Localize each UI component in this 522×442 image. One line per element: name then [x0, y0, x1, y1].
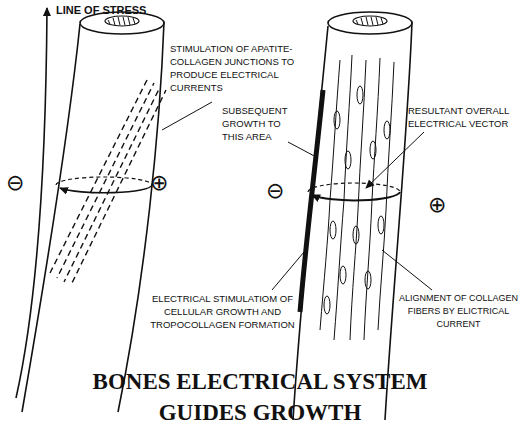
polarity-symbol: ⊕	[150, 170, 180, 196]
polarity-symbol: ⊖	[6, 170, 36, 196]
callout-text: STIMULATION OF APATITE-COLLAGEN JUNCTION…	[170, 42, 310, 94]
callout-text: SUBSEQUENT GROWTH TO THIS AREA	[222, 104, 302, 143]
collagen-fiber	[324, 296, 330, 314]
bone-fill	[293, 22, 412, 420]
polarity-symbol: ⊕	[428, 192, 458, 218]
collagen-fiber	[320, 60, 340, 330]
bone-fill	[22, 22, 164, 412]
leader-line	[288, 142, 318, 158]
stimulation-dashes	[57, 83, 154, 278]
current-loop-arrow	[312, 192, 400, 200]
callout-text: RESULTANT OVERALL ELECTRICAL VECTOR	[408, 104, 522, 130]
collagen-fiber	[353, 226, 359, 244]
collagen-fiber	[370, 141, 376, 159]
callout-text: ALIGNMENT OF COLLAGEN FIBERS BY ELICTRIC…	[395, 292, 522, 331]
polarity-symbol: ⊖	[266, 178, 296, 204]
collagen-fiber	[340, 266, 346, 284]
bone-outline	[118, 22, 164, 412]
leader-line	[382, 250, 432, 290]
bone-outline	[293, 26, 328, 420]
leader-line	[272, 252, 304, 290]
marrow-canal	[105, 16, 139, 26]
callout-text: ELECTRICAL STIMULATIOM OF CELLULAR GROWT…	[140, 292, 305, 331]
collagen-fiber	[357, 86, 363, 104]
current-loop-arrow	[60, 185, 152, 193]
marrow-hatch	[356, 17, 383, 25]
collagen-fiber	[334, 55, 352, 340]
collagen-fiber	[378, 216, 384, 234]
current-loop-back	[56, 177, 152, 185]
collagen-fiber	[330, 221, 336, 239]
collagen-fiber	[365, 271, 371, 289]
bone-outline	[22, 24, 80, 412]
growth-area	[300, 90, 323, 312]
bone-outline	[385, 22, 412, 420]
marrow-hatch	[108, 17, 135, 25]
collagen-fiber	[334, 111, 340, 129]
current-loop-back	[308, 183, 400, 192]
leader-line	[366, 132, 424, 188]
stress-line-arrow	[16, 8, 47, 398]
collagen-fiber	[345, 151, 351, 169]
stimulation-dashes	[64, 87, 160, 282]
bone-end	[328, 12, 412, 34]
marrow-canal	[353, 16, 387, 26]
leader-line	[162, 102, 212, 130]
stress-label: LINE OF STRESS	[56, 4, 176, 17]
collagen-fiber	[384, 121, 390, 139]
diagram-title: BONES ELECTRICAL SYSTEM GUIDES GROWTH	[50, 366, 470, 428]
